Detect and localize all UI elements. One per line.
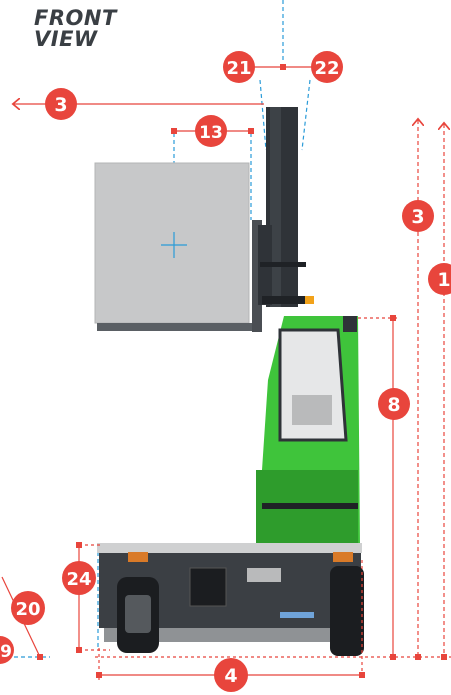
svg-text:8: 8 bbox=[387, 394, 400, 416]
callout-5: 3 bbox=[45, 88, 77, 120]
beacon-light bbox=[305, 296, 314, 304]
operator-cab bbox=[256, 316, 360, 548]
view-title-line2: VIEW bbox=[34, 27, 98, 51]
tilt-right-guide bbox=[301, 79, 311, 151]
forks bbox=[97, 220, 262, 332]
callout-13: 13 bbox=[195, 115, 227, 147]
indicator-light-right bbox=[333, 552, 353, 562]
view-title: FRONT VIEW bbox=[34, 8, 154, 50]
callout-4: 4 bbox=[214, 658, 248, 692]
svg-text:21: 21 bbox=[226, 58, 251, 79]
tilt-left-guide bbox=[259, 79, 267, 151]
view-title-line1: FRONT bbox=[34, 6, 117, 30]
svg-text:3: 3 bbox=[54, 94, 67, 116]
svg-text:1: 1 bbox=[437, 269, 450, 291]
callout-8: 8 bbox=[378, 388, 410, 420]
svg-text:3: 3 bbox=[411, 206, 424, 228]
svg-text:22: 22 bbox=[314, 58, 339, 79]
svg-text:4: 4 bbox=[224, 665, 237, 687]
callout-badges: 3 21 22 13 3 1 8 24 bbox=[0, 51, 451, 692]
left-wheel bbox=[117, 577, 159, 653]
indicator-light-left bbox=[128, 552, 148, 562]
svg-text:9: 9 bbox=[0, 642, 12, 662]
callout-1: 1 bbox=[428, 263, 451, 295]
svg-text:24: 24 bbox=[66, 569, 91, 590]
callout-9: 9 bbox=[0, 636, 14, 664]
callout-24: 24 bbox=[62, 561, 96, 595]
right-wheel bbox=[330, 566, 364, 656]
callout-22: 22 bbox=[311, 51, 343, 83]
mast bbox=[258, 107, 314, 307]
callout-20: 20 bbox=[11, 591, 45, 625]
svg-text:13: 13 bbox=[199, 123, 223, 143]
svg-text:20: 20 bbox=[15, 599, 40, 620]
callout-3: 3 bbox=[402, 200, 434, 232]
callout-21: 21 bbox=[223, 51, 255, 83]
load-box bbox=[94, 162, 250, 324]
